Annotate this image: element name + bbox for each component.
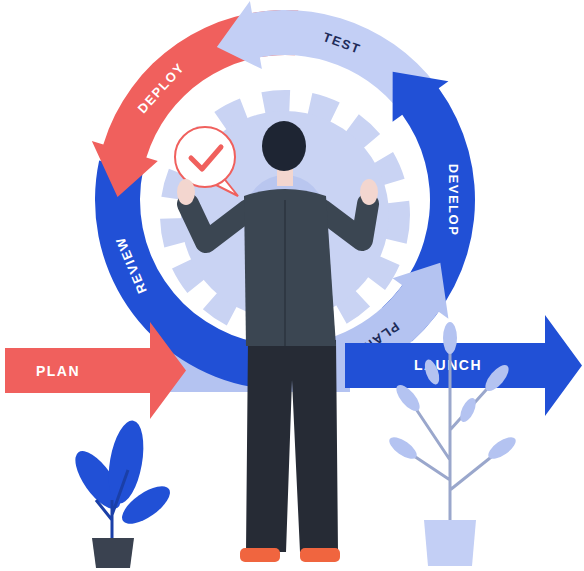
right-arm <box>322 204 368 240</box>
leaf <box>485 433 519 463</box>
jacket-seam <box>284 200 286 346</box>
bubble-tail <box>214 176 238 196</box>
check-mark <box>191 147 221 169</box>
left-arm <box>188 204 248 242</box>
arrow-shape <box>345 315 582 416</box>
stage-label: PLAN <box>36 364 80 378</box>
straight-arrow: PLAN <box>5 322 186 419</box>
hair <box>262 121 306 171</box>
straight-arrow: LAUNCH <box>345 315 582 416</box>
jacket <box>244 189 336 346</box>
arrow-shape <box>5 322 186 419</box>
stem <box>96 470 128 540</box>
bubble-circle <box>175 127 235 187</box>
left-plant <box>67 418 176 568</box>
leaf <box>386 433 420 463</box>
gear-hub <box>245 175 325 255</box>
leaf <box>67 444 129 516</box>
pot <box>92 538 134 568</box>
left-hand <box>177 179 195 205</box>
right-shoe <box>300 548 340 562</box>
leaf <box>103 418 149 506</box>
leaf <box>116 479 176 531</box>
leaf <box>457 396 479 425</box>
stage-label: LAUNCH <box>414 358 482 372</box>
right-hand <box>360 179 378 205</box>
gear-body <box>181 111 389 319</box>
stage-label: DEVELOP <box>446 164 459 237</box>
gear-teeth <box>173 103 397 327</box>
check-bubble <box>175 127 238 196</box>
arrow-outline <box>5 322 186 419</box>
left-shoe <box>240 548 280 562</box>
neck <box>277 164 293 186</box>
pot <box>424 520 476 566</box>
